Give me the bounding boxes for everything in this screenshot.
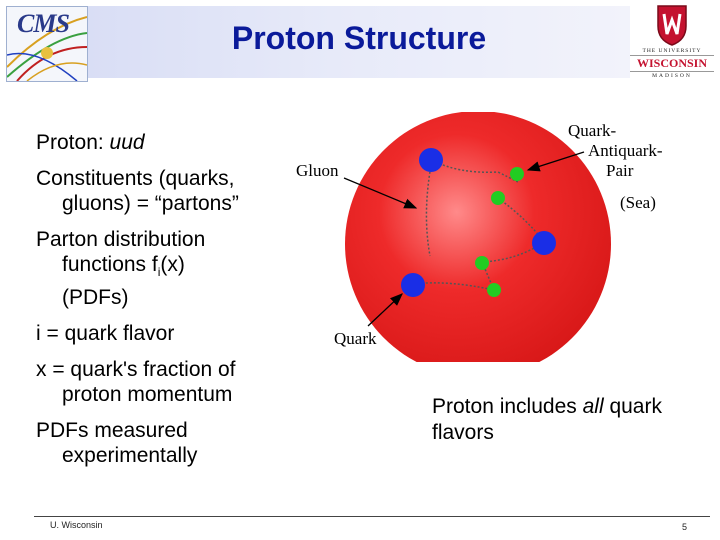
gluon-line [431,159,519,183]
page-number: 5 [682,522,688,532]
proton-note: Proton includes all quark flavors [432,394,672,446]
cms-logo: CMS [6,6,88,82]
bullet-flavor: i = quark flavor [36,321,306,346]
cms-logo-text: CMS [17,9,70,38]
bullet-line: gluons) = “partons” [62,192,239,215]
slide-title: Proton Structure [231,20,487,56]
bullet-line: experimentally [62,444,198,468]
bullet-line: functions fi(x) [36,252,306,285]
pair-label-line1: Quark- [568,121,616,140]
antiquark-ball [510,167,524,181]
quark-label: Quark [334,329,377,348]
note-text: quark flavors [432,395,662,444]
quark-ball [532,231,556,255]
gluon-label: Gluon [296,161,339,180]
uw-crest-icon [657,5,687,46]
bullet-line: Constituents (quarks, [36,167,235,190]
antiquark-ball [475,256,489,270]
footer-divider [34,516,710,517]
bullet-text: (x) [160,253,185,276]
gluon-arrow [343,177,418,209]
uw-logo: THE UNIVERSITY WISCONSIN MADISON [630,4,714,86]
footer-institution: U. Wisconsin [50,520,103,530]
antiquark-ball [487,283,501,297]
quark-arrow [367,293,403,327]
sea-label: (Sea) [620,193,656,212]
quark-ball [401,273,425,297]
bullet-proton: Proton: uud [36,130,306,155]
bullet-italic: uud [109,131,145,154]
bullet-measured: PDFs measured experimentally [36,418,306,468]
bullet-line: i = quark flavor [36,322,175,346]
antiquark-ball [491,191,505,205]
note-italic: all [582,395,604,418]
pair-label-line2: Antiquark- [588,141,663,160]
pair-label-line3: Pair [606,161,634,180]
gluon-line [413,282,495,291]
proton-sphere [345,112,611,362]
note-text: Proton includes [432,395,583,418]
bullet-line: x = quark's fraction of [36,358,236,382]
cms-logo-graphic [7,16,87,81]
proton-diagram: Gluon Quark Quark- Antiquark- Pair (Sea) [296,112,663,362]
bullet-line: (PDFs) [62,286,129,310]
header-band [88,6,630,78]
bullet-line: Parton distribution [36,228,206,251]
quark-ball [419,148,443,172]
bullet-line: proton momentum [62,383,233,407]
bullet-line: PDFs measured [36,419,188,443]
uw-logo-line2: WISCONSIN [630,55,714,72]
bullet-fraction: x = quark's fraction of proton momentum [36,357,306,407]
uw-logo-line1: THE UNIVERSITY [642,48,702,54]
pair-arrow [526,151,585,172]
bullet-pdf: Parton distribution functions fi(x) (PDF… [36,227,306,310]
uw-logo-line3: MADISON [652,73,692,79]
subscript: i [157,265,161,280]
bullet-text: functions f [62,253,158,276]
bullet-constituents: Constituents (quarks, gluons) = “partons… [36,166,306,216]
bullet-list: Proton: uud Constituents (quarks, gluons… [36,130,306,479]
bullet-text: Proton: [36,131,110,154]
